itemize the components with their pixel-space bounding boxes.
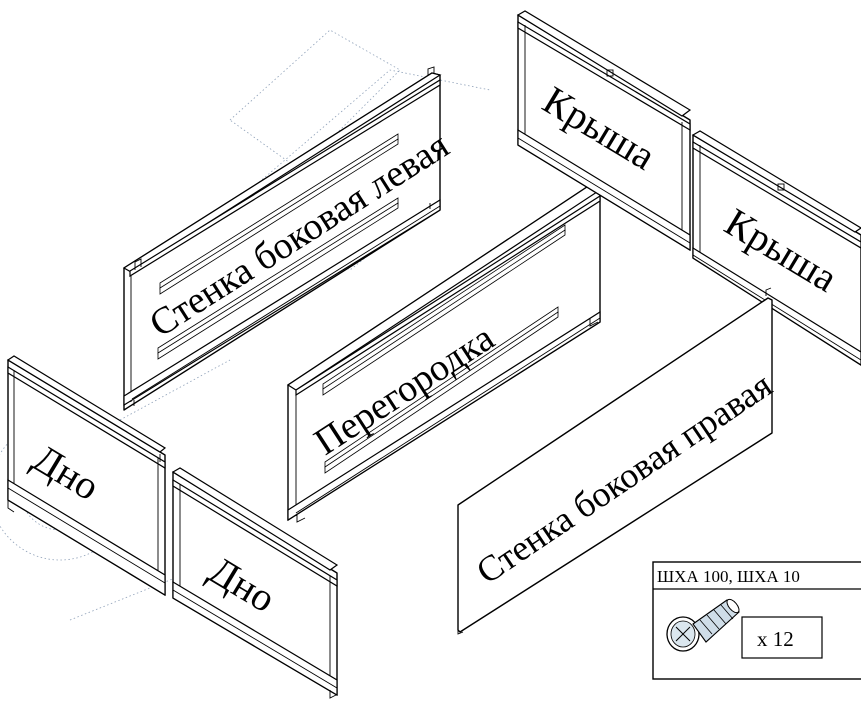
panel-roof-1: Крыша (516, 10, 692, 252)
panel-partition: Перегородка (286, 184, 602, 523)
fastener-box: ШХА 100, ШХА 10 x 12 (652, 561, 861, 680)
fastener-quantity: x 12 (757, 627, 794, 651)
fastener-box-title: ШХА 100, ШХА 10 (657, 567, 800, 586)
screw-icon (666, 598, 740, 652)
panel-roof-2: Крыша (691, 130, 861, 366)
panel-bottom-2: Дно (171, 467, 339, 699)
panel-bottom-1: Дно (6, 355, 167, 597)
